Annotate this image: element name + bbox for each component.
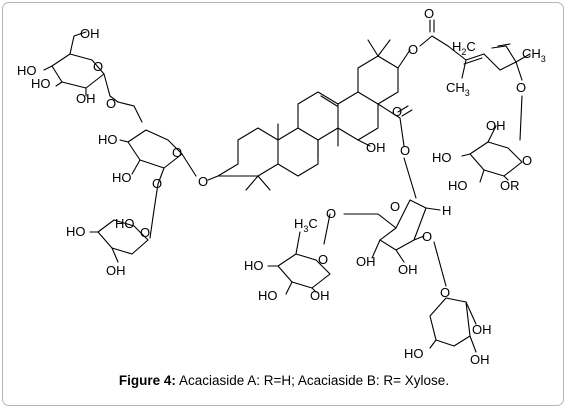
ho-label: HO [98,132,118,147]
o-label: O [326,206,336,221]
ho-label: HO [404,346,424,361]
ho-label: HO [115,216,135,231]
o-label: O [106,96,116,111]
glucose-ring-top-left [43,31,135,107]
oh-label: OH [398,262,418,277]
o-label: O [152,176,162,191]
caption-text: Acaciaside A: R=H; Acaciaside B: R= Xylo… [178,373,450,388]
sugar-ring-bottom-left [89,183,159,263]
o-label: O [93,59,103,74]
o-label: O [140,225,150,240]
atom-labels: OH HO HO OH O O HO HO O O O HO HO O OH O… [17,6,546,367]
figure-caption: Figure 4: Acaciaside A: R=H; Acaciaside … [0,373,568,388]
o-label: O [522,153,532,168]
oh-label: OH [80,26,100,41]
ho-label: HO [112,170,132,185]
o-label: O [424,6,434,21]
h3c-label: H3C [294,216,318,234]
o-label: O [400,143,410,158]
o-label: O [440,285,450,300]
oh-label: OH [470,352,490,367]
o-label: O [408,42,418,57]
ch3-label: CH3 [522,46,546,64]
glucose-ring-center [343,157,441,263]
quinovose-ring-bottom [267,213,331,295]
o-label: O [392,104,402,119]
h2c-label: H2C [452,39,476,57]
or-label: OR [500,178,520,193]
ho-label: HO [448,178,468,193]
oh-label: OH [310,288,330,303]
o-label: O [172,145,182,160]
oh-label: OH [472,322,492,337]
triterpene-core [207,39,413,191]
o-label: O [318,252,328,267]
o-label: O [198,174,208,189]
oh-label: OH [106,263,126,278]
caption-label: Figure 4: [118,373,176,388]
h-label: H [442,203,451,218]
oh-label: OH [486,118,506,133]
ho-label: HO [66,224,86,239]
o-label: O [390,199,400,214]
oh-label: OH [356,254,376,269]
glucose-ring-right [461,95,523,183]
oh-label: OH [76,91,96,106]
arabinose-ring-bottom-right [429,241,477,353]
ho-label: HO [31,76,51,91]
ho-label: HO [17,63,37,78]
o-label: O [422,229,432,244]
sugar-ring-middle-left [119,105,197,185]
ho-label: HO [244,258,264,273]
ho-label: HO [432,150,452,165]
figure-frame [2,2,564,406]
o-label: O [516,80,526,95]
oh-label: OH [366,140,386,155]
ho-label: HO [258,288,278,303]
monoterpene-side-chain [419,19,531,81]
ch3-label: CH3 [446,80,470,98]
